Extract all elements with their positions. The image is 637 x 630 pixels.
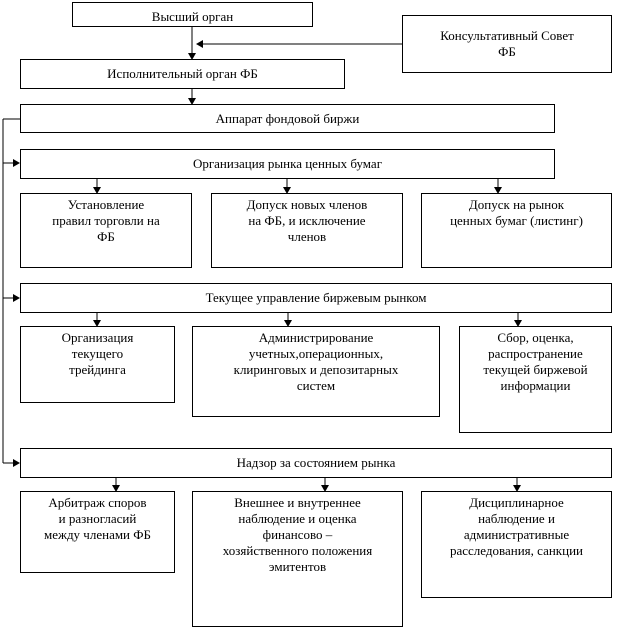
box-section-2-item-2: Администрирование учетных,операционных, … xyxy=(192,326,440,417)
box-section-3-item-3: Дисциплинарное наблюдение и администрати… xyxy=(421,491,612,598)
box-section-3-item-2: Внешнее и внутреннее наблюдение и оценка… xyxy=(192,491,403,627)
section-3-item-1-text: Арбитраж споров и разногласий между член… xyxy=(43,495,152,542)
section-1-title-text: Организация рынка ценных бумаг xyxy=(192,156,383,171)
section-1-item-1-text: Установление правил торговли на ФБ xyxy=(52,197,160,244)
section-2-title-text: Текущее управление биржевым рынком xyxy=(205,290,427,305)
box-exchange-apparatus: Аппарат фондовой биржи xyxy=(20,104,555,133)
box-section-1-item-1: Установление правил торговли на ФБ xyxy=(20,193,192,268)
section-2-item-1-text: Организация текущего трейдинга xyxy=(61,330,134,377)
section-3-item-3-text: Дисциплинарное наблюдение и администрати… xyxy=(450,495,583,558)
box-section-1-title: Организация рынка ценных бумаг xyxy=(20,149,555,179)
box-advisory-council-text: Консультативный Совет ФБ xyxy=(440,28,574,59)
box-section-2-title: Текущее управление биржевым рынком xyxy=(20,283,612,313)
section-1-item-3-text: Допуск на рынок ценных бумаг (листинг) xyxy=(450,197,583,228)
box-section-2-item-1: Организация текущего трейдинга xyxy=(20,326,175,403)
section-3-item-2-text: Внешнее и внутреннее наблюдение и оценка… xyxy=(222,495,373,574)
box-section-3-item-1: Арбитраж споров и разногласий между член… xyxy=(20,491,175,573)
box-section-2-item-3: Сбор, оценка, распространение текущей би… xyxy=(459,326,612,433)
section-2-item-2-text: Администрирование учетных,операционных, … xyxy=(233,330,399,393)
section-3-title-text: Надзор за состоянием рынка xyxy=(236,455,396,470)
box-executive-body-text: Исполнительный орган ФБ xyxy=(107,66,258,81)
box-advisory-council: Консультативный Совет ФБ xyxy=(402,15,612,73)
box-executive-body: Исполнительный орган ФБ xyxy=(20,59,345,89)
section-2-item-3-text: Сбор, оценка, распространение текущей би… xyxy=(483,330,588,393)
box-section-3-title: Надзор за состоянием рынка xyxy=(20,448,612,478)
box-top-body: Высший орган xyxy=(72,2,313,27)
box-section-1-item-3: Допуск на рынок ценных бумаг (листинг) xyxy=(421,193,612,268)
box-top-body-text: Высший орган xyxy=(151,9,234,24)
box-exchange-apparatus-text: Аппарат фондовой биржи xyxy=(215,110,360,126)
box-section-1-item-2: Допуск новых членов на ФБ, и исключение … xyxy=(211,193,403,268)
section-1-item-2-text: Допуск новых членов на ФБ, и исключение … xyxy=(246,197,368,244)
